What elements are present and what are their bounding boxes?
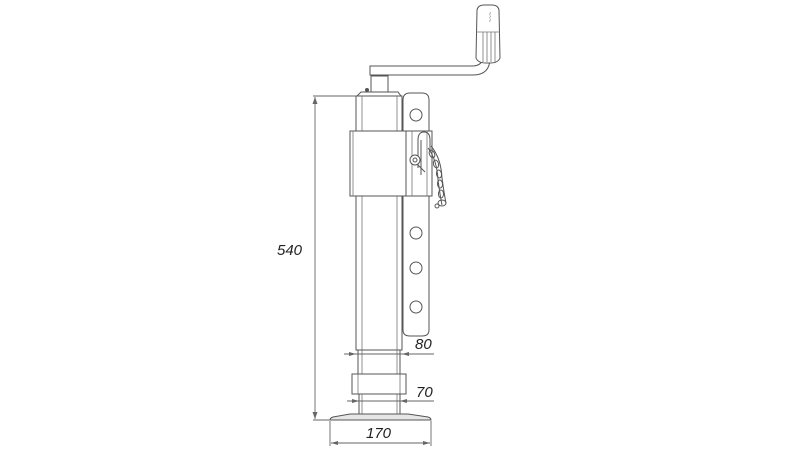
dimension-label-foot-width: 170: [366, 425, 392, 442]
svg-text:~~~: ~~~: [486, 12, 492, 23]
dimension-foot-width: [329, 421, 432, 446]
lower-stem: [358, 393, 401, 415]
foot-plate: [329, 413, 432, 421]
safety-chain-icon: [427, 145, 447, 209]
dimension-label-tube-diameter: 80: [415, 336, 432, 353]
dimension-label-inner-diameter: 70: [416, 384, 433, 401]
dimension-label-height: 540: [277, 242, 303, 259]
dimension-tube-diameter: [344, 352, 434, 356]
dimension-inner-diameter: [347, 399, 434, 403]
dimension-height: [312, 95, 356, 421]
locking-pin-icon: [409, 131, 431, 175]
clamp-bracket: [349, 130, 433, 197]
collar: [351, 373, 407, 395]
handle-grip-icon: ~~~: [475, 4, 501, 64]
crank-handle: [369, 49, 491, 93]
mounting-plate: [402, 92, 430, 337]
